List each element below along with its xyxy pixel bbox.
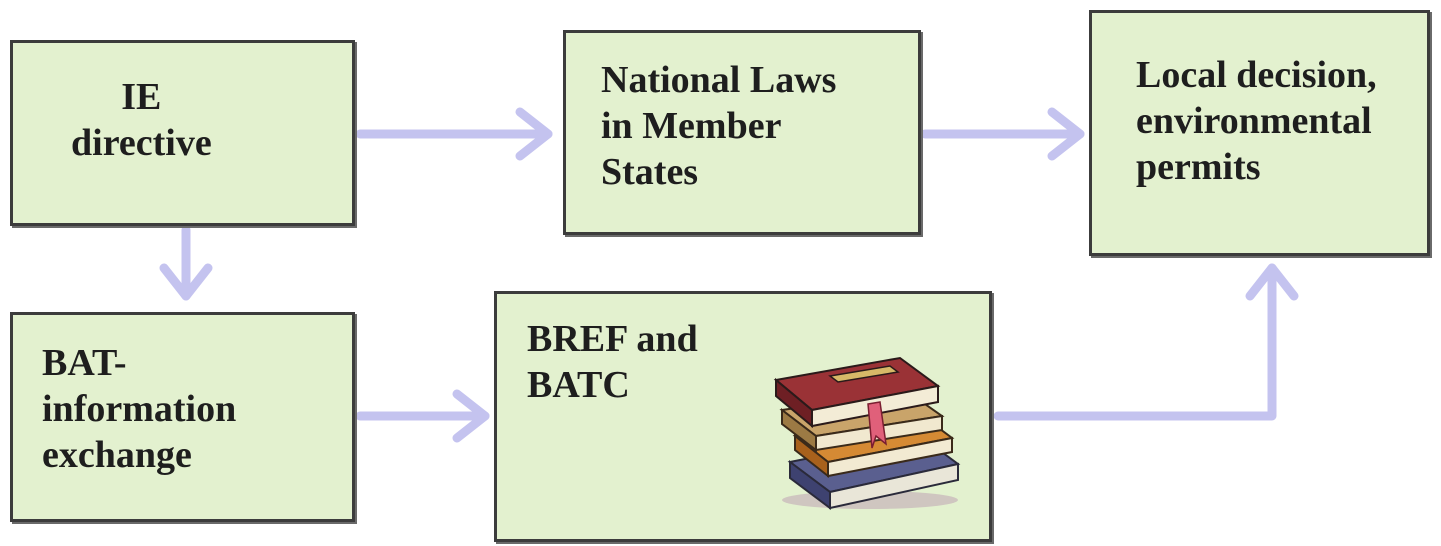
local-decision-label: Local decision, environmental permits (1136, 54, 1377, 188)
bat-information-exchange-box (10, 312, 355, 522)
national-laws-box (563, 30, 921, 235)
ie-directive-box (10, 40, 355, 226)
national-laws-label: National Laws in Member States (601, 59, 837, 193)
arrow-bref-to-local (993, 263, 1299, 421)
books-icon (773, 356, 961, 510)
bref-batc-label: BREF and BATC (527, 318, 698, 406)
local-decision-box (1089, 10, 1430, 256)
ie-directive-label: IE directive (71, 76, 212, 164)
bat-information-exchange-label: BAT- information exchange (42, 342, 237, 476)
